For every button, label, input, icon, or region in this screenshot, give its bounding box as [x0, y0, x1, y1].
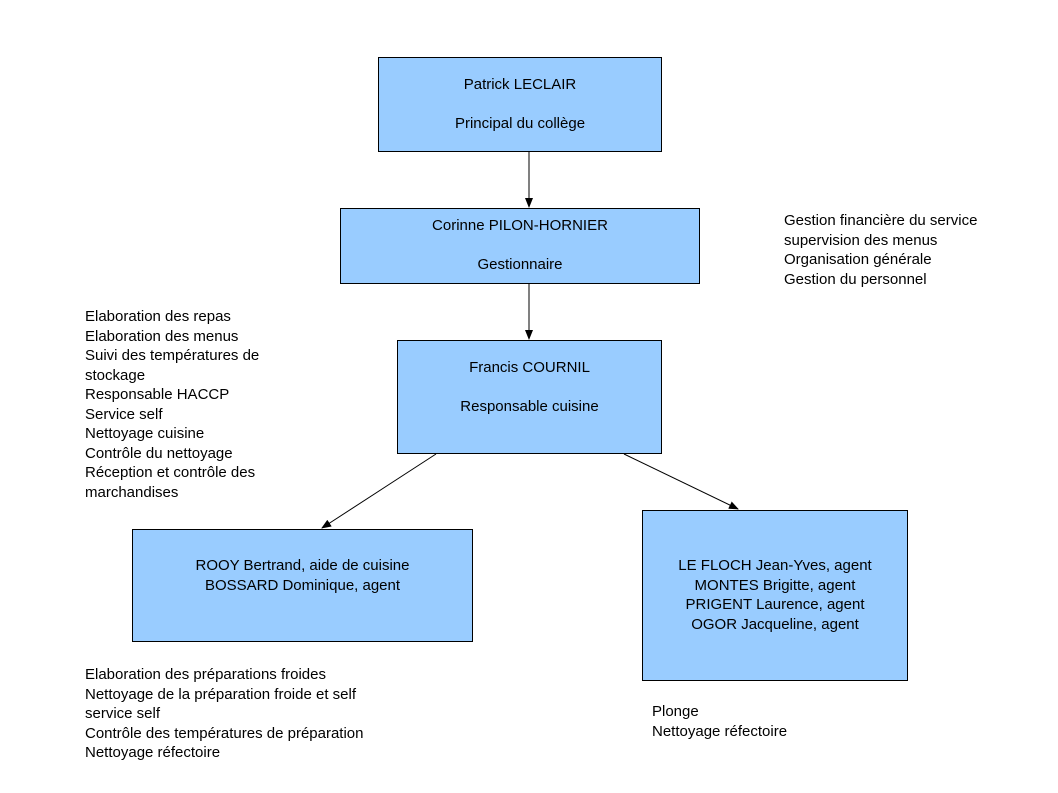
duty-item: Responsable HACCP	[85, 386, 230, 403]
duty-item: stockage	[85, 366, 146, 384]
duty-item: supervision des menus	[784, 231, 938, 249]
node-gestionnaire-name: Corinne PILON-HORNIER	[432, 217, 608, 234]
duty-item: Organisation générale	[784, 251, 932, 268]
duty-item: Nettoyage réfectoire	[652, 722, 788, 740]
duty-item: service self	[85, 705, 161, 722]
team-member: LE FLOCH Jean-Yves, agent	[678, 557, 872, 574]
team-member: MONTES Brigitte, agent	[694, 576, 856, 594]
duty-item: Plonge	[652, 703, 699, 720]
duty-item: marchandises	[85, 483, 179, 501]
duty-item: Nettoyage cuisine	[85, 425, 205, 442]
note-cuisine-duties: Elaboration des repas Elaboration des me…	[85, 307, 259, 502]
duty-item: Elaboration des menus	[85, 327, 239, 345]
node-cuisine-role: Responsable cuisine	[460, 398, 599, 415]
duty-item: Gestion du personnel	[784, 270, 927, 288]
duty-item: Contrôle des températures de préparation	[85, 724, 364, 742]
node-cuisine-name: Francis COURNIL	[469, 359, 590, 376]
team-member: PRIGENT Laurence, agent	[685, 596, 865, 613]
team-member: OGOR Jacqueline, agent	[691, 615, 859, 633]
edge-cuisine-to-right-team	[623, 453, 739, 510]
node-principal: Patrick LECLAIR Principal du collège	[378, 57, 662, 152]
duty-item: Nettoyage réfectoire	[85, 744, 221, 761]
duty-item: Suivi des températures de	[85, 347, 260, 364]
duty-item: Elaboration des repas	[85, 308, 231, 325]
node-right-team: LE FLOCH Jean-Yves, agent MONTES Brigitt…	[642, 510, 908, 681]
team-member: BOSSARD Dominique, agent	[204, 576, 401, 594]
node-cuisine: Francis COURNIL Responsable cuisine	[397, 340, 662, 454]
duty-item: Réception et contrôle des	[85, 464, 256, 481]
duty-item: Service self	[85, 405, 163, 423]
duty-item: Gestion financière du service	[784, 212, 978, 229]
edge-cuisine-to-left-team	[321, 453, 437, 529]
note-right-team-duties: Plonge Nettoyage réfectoire	[652, 702, 787, 741]
team-member: ROOY Bertrand, aide de cuisine	[195, 557, 410, 574]
node-principal-name: Patrick LECLAIR	[463, 76, 577, 93]
note-left-team-duties: Elaboration des préparations froides Net…	[85, 665, 364, 763]
duty-item: Nettoyage de la préparation froide et se…	[85, 685, 357, 703]
node-principal-role: Principal du collège	[454, 115, 586, 132]
note-gestionnaire-duties: Gestion financière du service supervisio…	[784, 211, 977, 289]
duty-item: Elaboration des préparations froides	[85, 666, 326, 683]
node-gestionnaire: Corinne PILON-HORNIER Gestionnaire	[340, 208, 700, 284]
duty-item: Contrôle du nettoyage	[85, 444, 233, 462]
node-left-team: ROOY Bertrand, aide de cuisine BOSSARD D…	[132, 529, 473, 642]
node-gestionnaire-role: Gestionnaire	[477, 256, 563, 273]
